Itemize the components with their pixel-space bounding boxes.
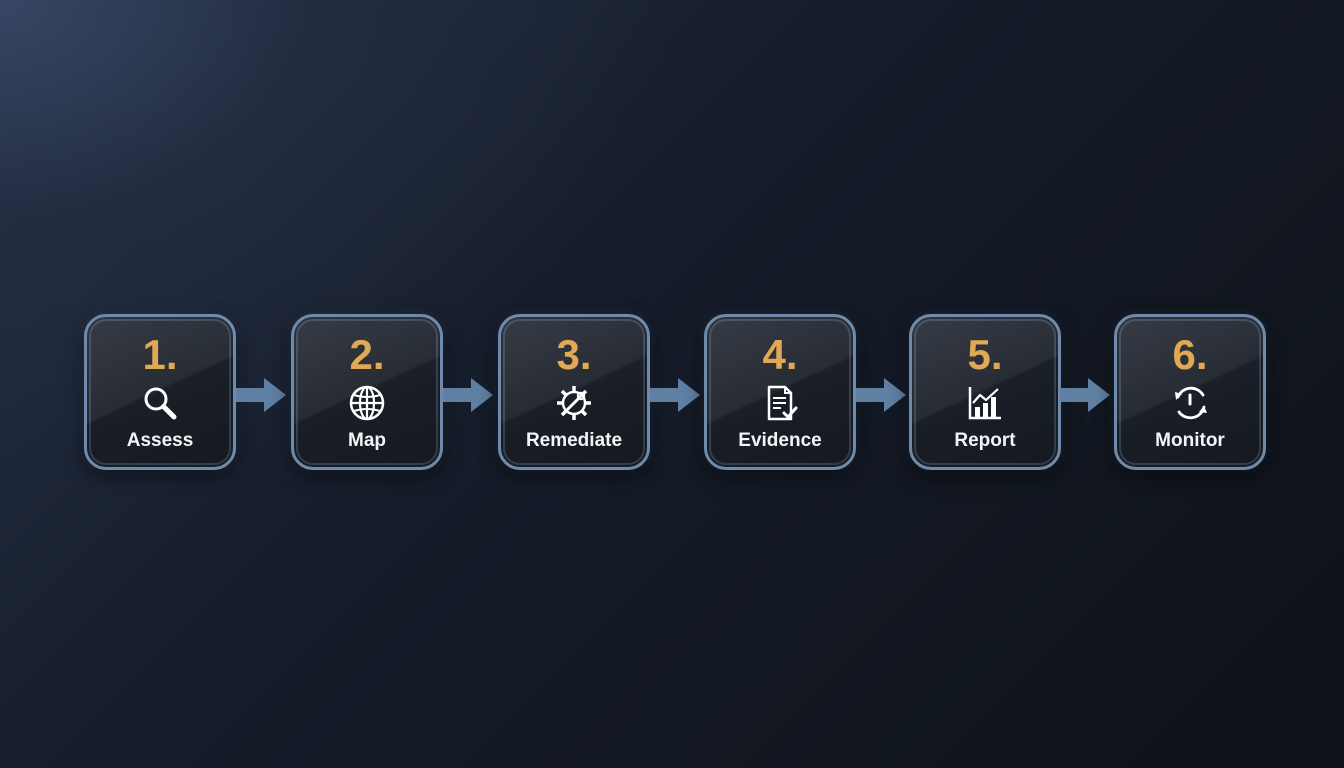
step-number: 6. [1172, 331, 1208, 378]
globe-icon [347, 383, 387, 423]
refresh-clock-icon [1170, 383, 1210, 423]
document-check-icon [760, 383, 800, 423]
step-label: Remediate [525, 430, 623, 451]
arrow-right-icon [443, 376, 495, 414]
step-monitor: 6. Monitor [1114, 314, 1266, 470]
step-number: 5. [967, 331, 1003, 378]
step-assess: 1. Assess [84, 314, 236, 470]
step-number: 3. [556, 331, 592, 378]
step-label: Evidence [738, 430, 822, 451]
arrow-right-icon [236, 376, 288, 414]
arrow-right-icon [856, 376, 908, 414]
step-number: 1. [142, 331, 178, 378]
step-label: Report [954, 430, 1016, 451]
arrow-right-icon [1060, 376, 1112, 414]
step-evidence: 4. Evidence [704, 314, 856, 470]
bar-chart-icon [965, 383, 1005, 423]
step-label: Map [348, 430, 386, 451]
arrow-right-icon [650, 376, 702, 414]
magnifier-icon [140, 383, 180, 423]
step-label: Monitor [1155, 430, 1225, 451]
step-report: 5. Report [909, 314, 1061, 470]
step-number: 2. [349, 331, 385, 378]
step-remediate: 3. Remediate [498, 314, 650, 470]
step-map: 2. Map [291, 314, 443, 470]
step-label: Assess [126, 430, 194, 451]
step-number: 4. [762, 331, 798, 378]
gear-wrench-icon [554, 383, 594, 423]
